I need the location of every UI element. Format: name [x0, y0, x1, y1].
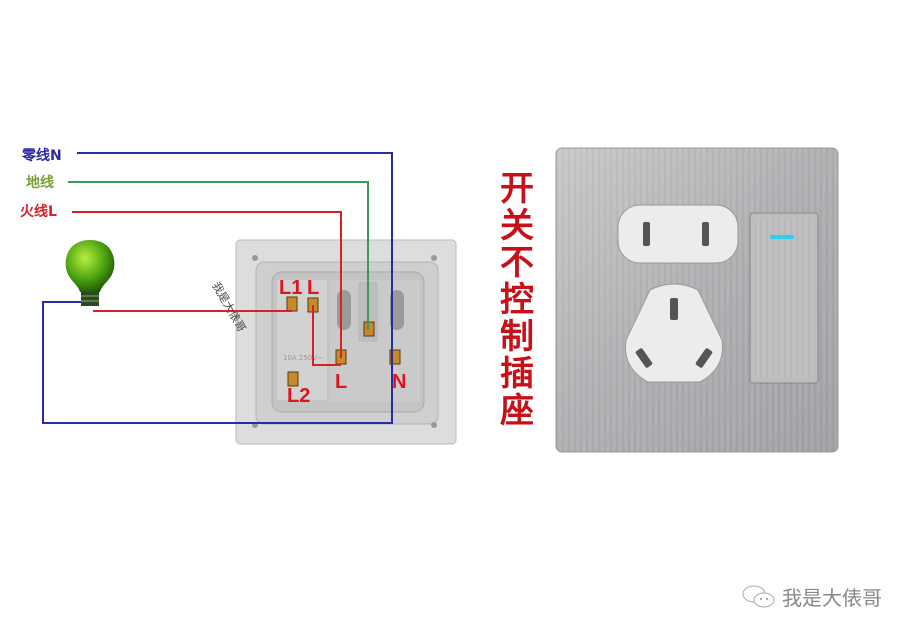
live-wire	[72, 211, 342, 358]
watermark-text: 我是大俵哥	[782, 586, 882, 610]
wechat-icon	[742, 585, 775, 607]
caption-char: 插	[500, 354, 534, 394]
neutral-wire-label: 零线N	[21, 147, 62, 164]
terminal-l1-label: L1	[279, 277, 302, 299]
rocker-switch	[749, 212, 819, 384]
ground-wire	[68, 181, 369, 330]
indicator-led	[770, 235, 794, 239]
socket-n-label: N	[392, 371, 406, 393]
caption-char: 控	[500, 280, 534, 320]
switch-back-plate: 10A 250V~	[235, 239, 457, 445]
three-pin-socket	[624, 283, 724, 383]
switch-socket-jumper-wire	[312, 305, 341, 366]
ground-wire-label: 地线	[26, 174, 54, 191]
caption-char: 制	[500, 317, 534, 357]
caption: 开关不控制插座	[500, 169, 534, 431]
terminal-l2-label: L2	[287, 385, 310, 407]
live-wire-label: 火线L	[20, 203, 57, 220]
rating-text: 10A 250V~	[283, 354, 323, 362]
caption-text: 开关不控制插座	[500, 169, 534, 431]
watermark: 我是大俵哥	[742, 582, 882, 611]
socket-switch-panel	[555, 147, 839, 453]
two-pin-socket	[617, 204, 739, 264]
caption-char: 不	[500, 243, 534, 283]
caption-char: 关	[500, 206, 534, 246]
light-bulb-icon	[65, 240, 115, 306]
caption-char: 开	[500, 169, 534, 209]
socket-l-label: L	[335, 371, 347, 393]
caption-char: 座	[500, 391, 534, 431]
terminal-l-label: L	[307, 277, 319, 299]
neutral-wire	[42, 152, 393, 424]
